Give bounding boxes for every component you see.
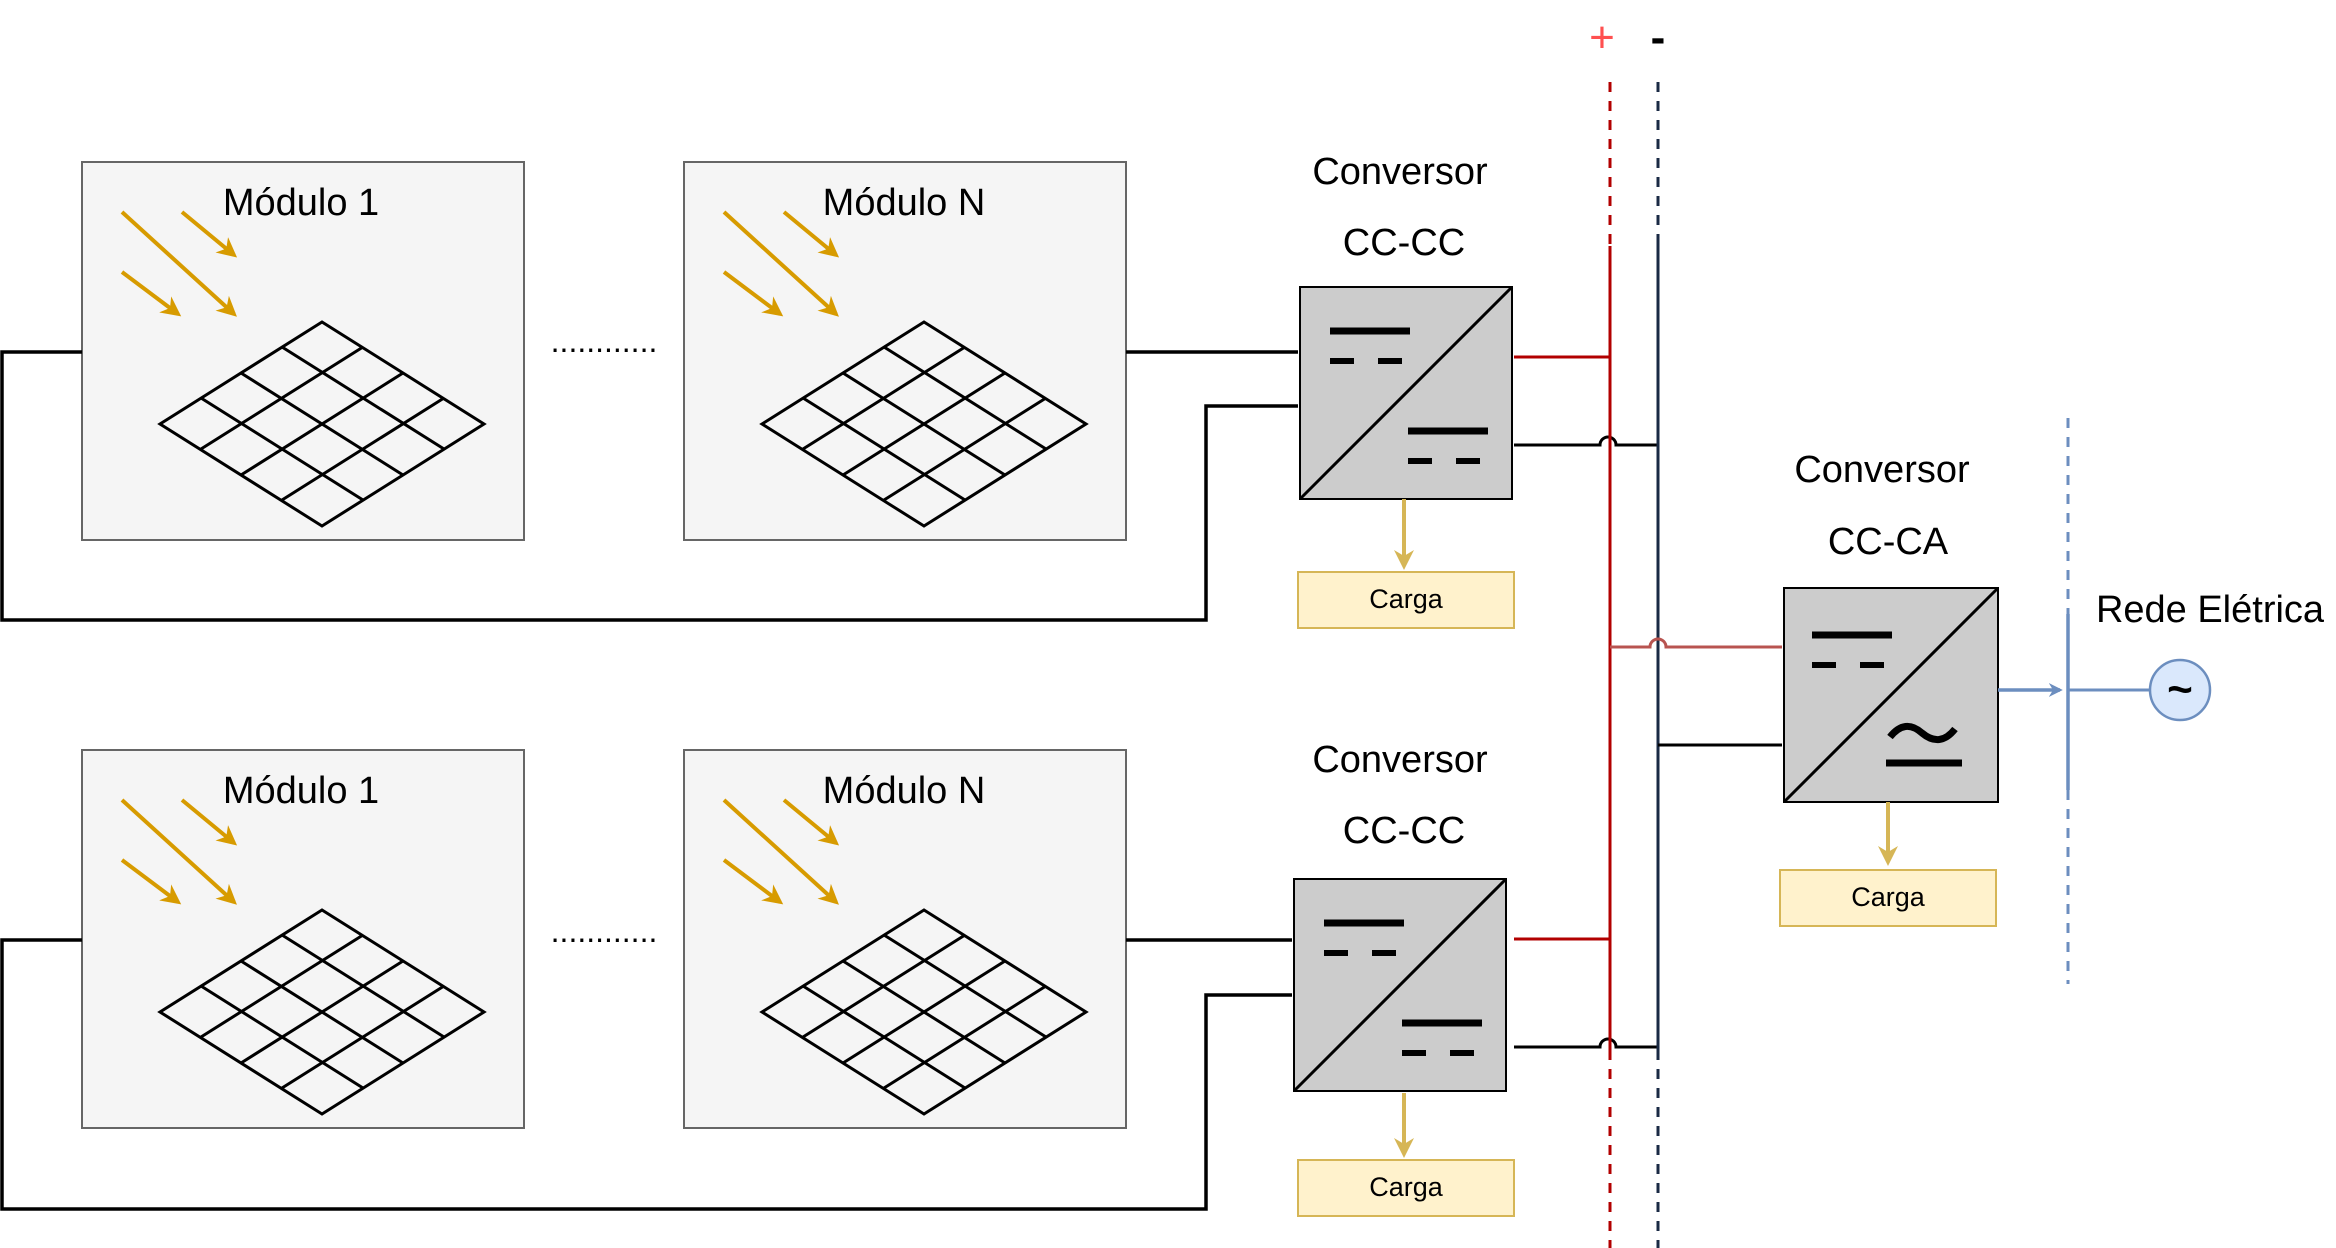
positive-sign: + (1589, 13, 1615, 62)
inverter: Conversor CC-CA Carga (1610, 449, 2063, 927)
inverter-positive-wire (1610, 637, 1782, 649)
negative-output-wire (1514, 435, 1658, 447)
ellipsis: ............ (551, 913, 658, 949)
pv-string-2: Módulo 1 Módulo N ............ Conversor… (0, 739, 1658, 1217)
ellipsis: ............ (551, 323, 658, 359)
pv-module-box (81, 161, 525, 541)
converter-label: Conversor (1312, 739, 1488, 781)
negative-sign: - (1651, 13, 1666, 62)
inverter-label: Conversor (1794, 449, 1970, 491)
converter-label: CC-CC (1343, 810, 1465, 852)
pv-module-box (683, 749, 1127, 1129)
pv-string-1: Módulo 1 Módulo N ............ Conversor… (0, 151, 1658, 629)
load-box (1297, 1159, 1515, 1217)
dc-dc-converter-icon (1294, 879, 1506, 1091)
dc-dc-converter-icon (1300, 287, 1512, 499)
module-label: Módulo N (823, 770, 986, 812)
load-box (1297, 571, 1515, 629)
pv-module-box (683, 161, 1127, 541)
module-label: Módulo 1 (223, 770, 379, 812)
load-box (1779, 869, 1997, 927)
dc-ac-converter-icon (1782, 586, 2000, 804)
negative-output-wire (1514, 1037, 1658, 1049)
ac-source-symbol: ~ (2167, 665, 2193, 714)
string-wire (0, 350, 1298, 622)
inverter-label: CC-CA (1828, 521, 1949, 563)
pv-module-box (81, 749, 525, 1129)
module-label: Módulo 1 (223, 182, 379, 224)
ac-source-icon (2148, 658, 2212, 722)
dc-bus: + - (1589, 13, 1665, 1248)
grid-label: Rede Elétrica (2096, 589, 2325, 631)
load-label: Carga (1369, 1172, 1444, 1202)
load-label: Carga (1851, 882, 1926, 912)
load-label: Carga (1369, 584, 1444, 614)
grid: Rede Elétrica ~ (2066, 418, 2325, 984)
module-label: Módulo N (823, 182, 986, 224)
string-wire (0, 938, 1292, 1211)
converter-label: Conversor (1312, 151, 1488, 193)
converter-label: CC-CC (1343, 222, 1465, 264)
